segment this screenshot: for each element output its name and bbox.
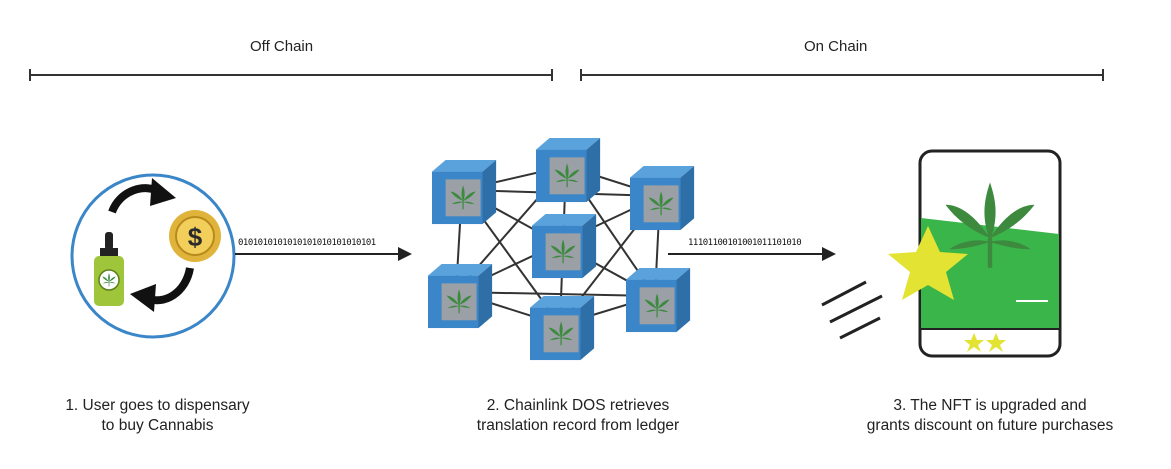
step-2-line-2: translation record from ledger — [476, 417, 680, 434]
cannabis-block-icon — [536, 138, 600, 202]
step-3-line-1: 3. The NFT is upgraded and — [893, 397, 1087, 414]
nft-phone-icon — [918, 149, 1062, 358]
refresh-cycle-icon — [108, 178, 194, 312]
step-3-line-2: grants discount on future purchases — [866, 417, 1114, 434]
step-1-line-2: to buy Cannabis — [101, 417, 214, 434]
binary-stream-2: 11101100101001011101010 — [688, 238, 802, 248]
dollar-coin-icon: $ — [169, 210, 221, 262]
on-chain-bar — [580, 69, 1104, 81]
step-2-line-1: 2. Chainlink DOS retrieves — [486, 397, 670, 414]
step-1-line-1: 1. User goes to dispensary — [65, 397, 250, 414]
flow-arrow-2 — [668, 247, 836, 261]
svg-text:$: $ — [188, 222, 203, 252]
motion-lines-icon — [821, 280, 883, 340]
rating-star-icon — [986, 333, 1006, 352]
off-chain-label: Off Chain — [250, 38, 314, 55]
cannabis-block-icon — [630, 166, 694, 230]
step-2-caption: 2. Chainlink DOS retrieves translation r… — [438, 396, 718, 436]
cannabis-block-icon — [530, 296, 594, 360]
dropper-bottle-icon — [94, 232, 124, 306]
cannabis-block-icon — [432, 160, 496, 224]
on-chain-label: On Chain — [804, 38, 868, 55]
step-3-caption: 3. The NFT is upgraded and grants discou… — [830, 396, 1150, 436]
star-icon — [888, 226, 968, 300]
cannabis-block-icon — [532, 214, 596, 278]
flow-arrow-1 — [235, 247, 412, 261]
off-chain-bar — [29, 69, 553, 81]
cannabis-block-icon — [428, 264, 492, 328]
binary-stream-1: 0101010101010101010101010101 — [238, 238, 376, 248]
rating-star-icon — [964, 333, 984, 352]
step-1-caption: 1. User goes to dispensary to buy Cannab… — [40, 396, 275, 436]
blockchain-network-icon — [428, 138, 694, 360]
dispensary-purchase-illustration: $ — [70, 173, 236, 339]
cannabis-block-icon — [626, 268, 690, 332]
